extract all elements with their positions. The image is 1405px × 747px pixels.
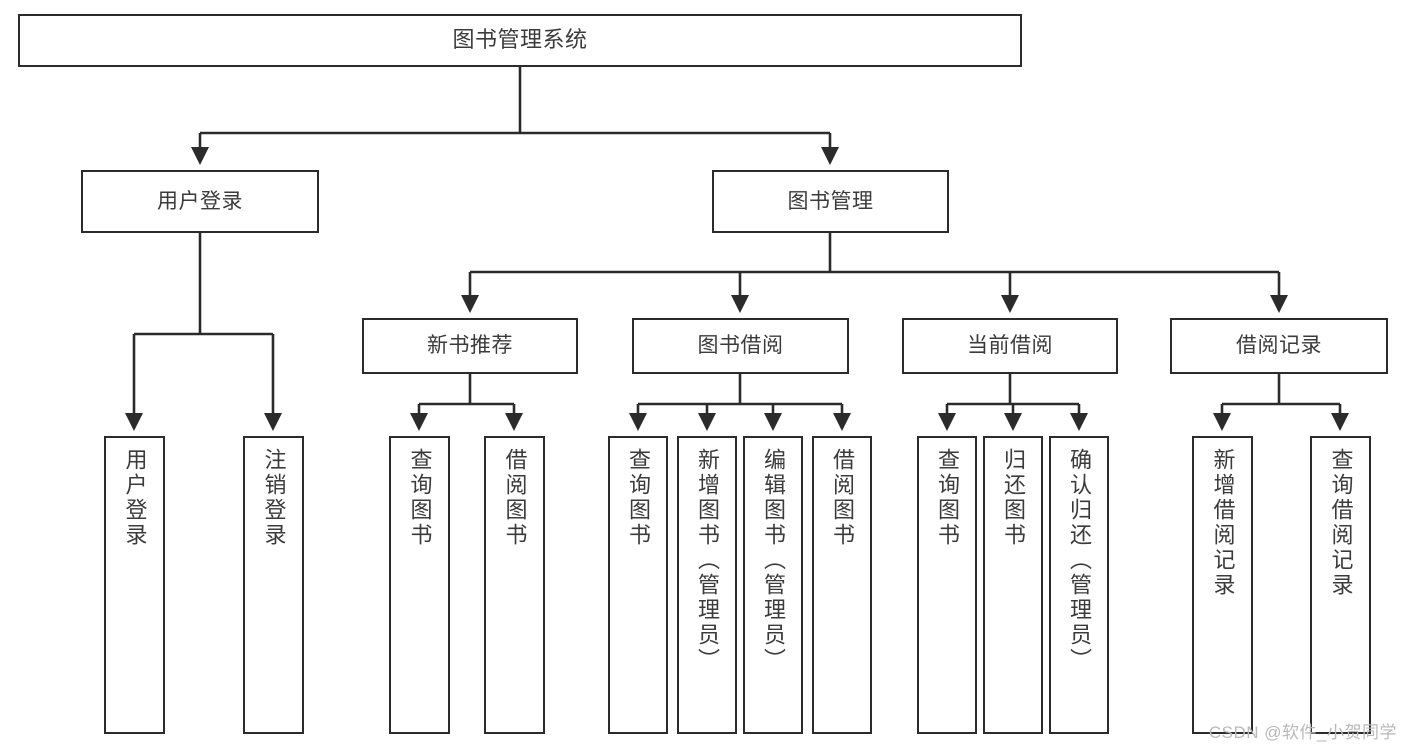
node-current-borrow[interactable]: 当前借阅 <box>902 318 1118 374</box>
leaf-add-book-admin[interactable]: 新增图书（管理员） <box>677 436 737 734</box>
leaf-logout[interactable]: 注销登录 <box>243 436 304 734</box>
node-current-borrow-label: 当前借阅 <box>967 334 1053 358</box>
node-book-borrow[interactable]: 图书借阅 <box>632 318 849 374</box>
leaf-user-login-label: 用户登录 <box>122 448 148 548</box>
leaf-current-query-book[interactable]: 查询图书 <box>917 436 977 734</box>
leaf-borrow-query-book-label: 查询图书 <box>625 448 651 548</box>
node-user-login-label: 用户登录 <box>157 189 243 213</box>
node-borrow-record[interactable]: 借阅记录 <box>1170 318 1388 374</box>
leaf-current-query-book-label: 查询图书 <box>934 448 960 548</box>
leaf-newbook-query-book-label: 查询图书 <box>407 448 433 548</box>
leaf-confirm-return-admin-label: 确认归还（管理员） <box>1066 448 1092 673</box>
node-root-label: 图书管理系统 <box>452 27 588 53</box>
leaf-add-borrow-record-label: 新增借阅记录 <box>1210 448 1236 598</box>
leaf-borrow-book[interactable]: 借阅图书 <box>812 436 872 734</box>
leaf-newbook-borrow-book-label: 借阅图书 <box>502 448 528 548</box>
node-new-book-recommend[interactable]: 新书推荐 <box>362 318 578 374</box>
leaf-edit-book-admin[interactable]: 编辑图书（管理员） <box>743 436 803 734</box>
leaf-return-book-label: 归还图书 <box>1000 448 1026 548</box>
node-user-login[interactable]: 用户登录 <box>81 170 319 233</box>
leaf-add-book-admin-label: 新增图书（管理员） <box>694 448 720 673</box>
leaf-add-borrow-record[interactable]: 新增借阅记录 <box>1192 436 1253 734</box>
node-book-borrow-label: 图书借阅 <box>697 334 784 358</box>
leaf-newbook-query-book[interactable]: 查询图书 <box>389 436 450 734</box>
leaf-confirm-return-admin[interactable]: 确认归还（管理员） <box>1049 436 1109 734</box>
node-root[interactable]: 图书管理系统 <box>18 14 1022 67</box>
node-borrow-record-label: 借阅记录 <box>1236 334 1322 358</box>
leaf-borrow-book-label: 借阅图书 <box>829 448 855 548</box>
leaf-user-login[interactable]: 用户登录 <box>104 436 165 734</box>
leaf-newbook-borrow-book[interactable]: 借阅图书 <box>484 436 545 734</box>
node-book-management[interactable]: 图书管理 <box>712 170 949 233</box>
leaf-edit-book-admin-label: 编辑图书（管理员） <box>760 448 786 673</box>
node-new-book-recommend-label: 新书推荐 <box>427 334 513 358</box>
leaf-borrow-query-book[interactable]: 查询图书 <box>608 436 668 734</box>
leaf-logout-label: 注销登录 <box>261 448 287 548</box>
leaf-query-borrow-record[interactable]: 查询借阅记录 <box>1310 436 1371 734</box>
leaf-return-book[interactable]: 归还图书 <box>983 436 1043 734</box>
csdn-watermark: CSDN @软件_小贺同学 <box>1208 723 1397 742</box>
node-book-management-label: 图书管理 <box>787 189 874 213</box>
leaf-query-borrow-record-label: 查询借阅记录 <box>1328 448 1354 598</box>
